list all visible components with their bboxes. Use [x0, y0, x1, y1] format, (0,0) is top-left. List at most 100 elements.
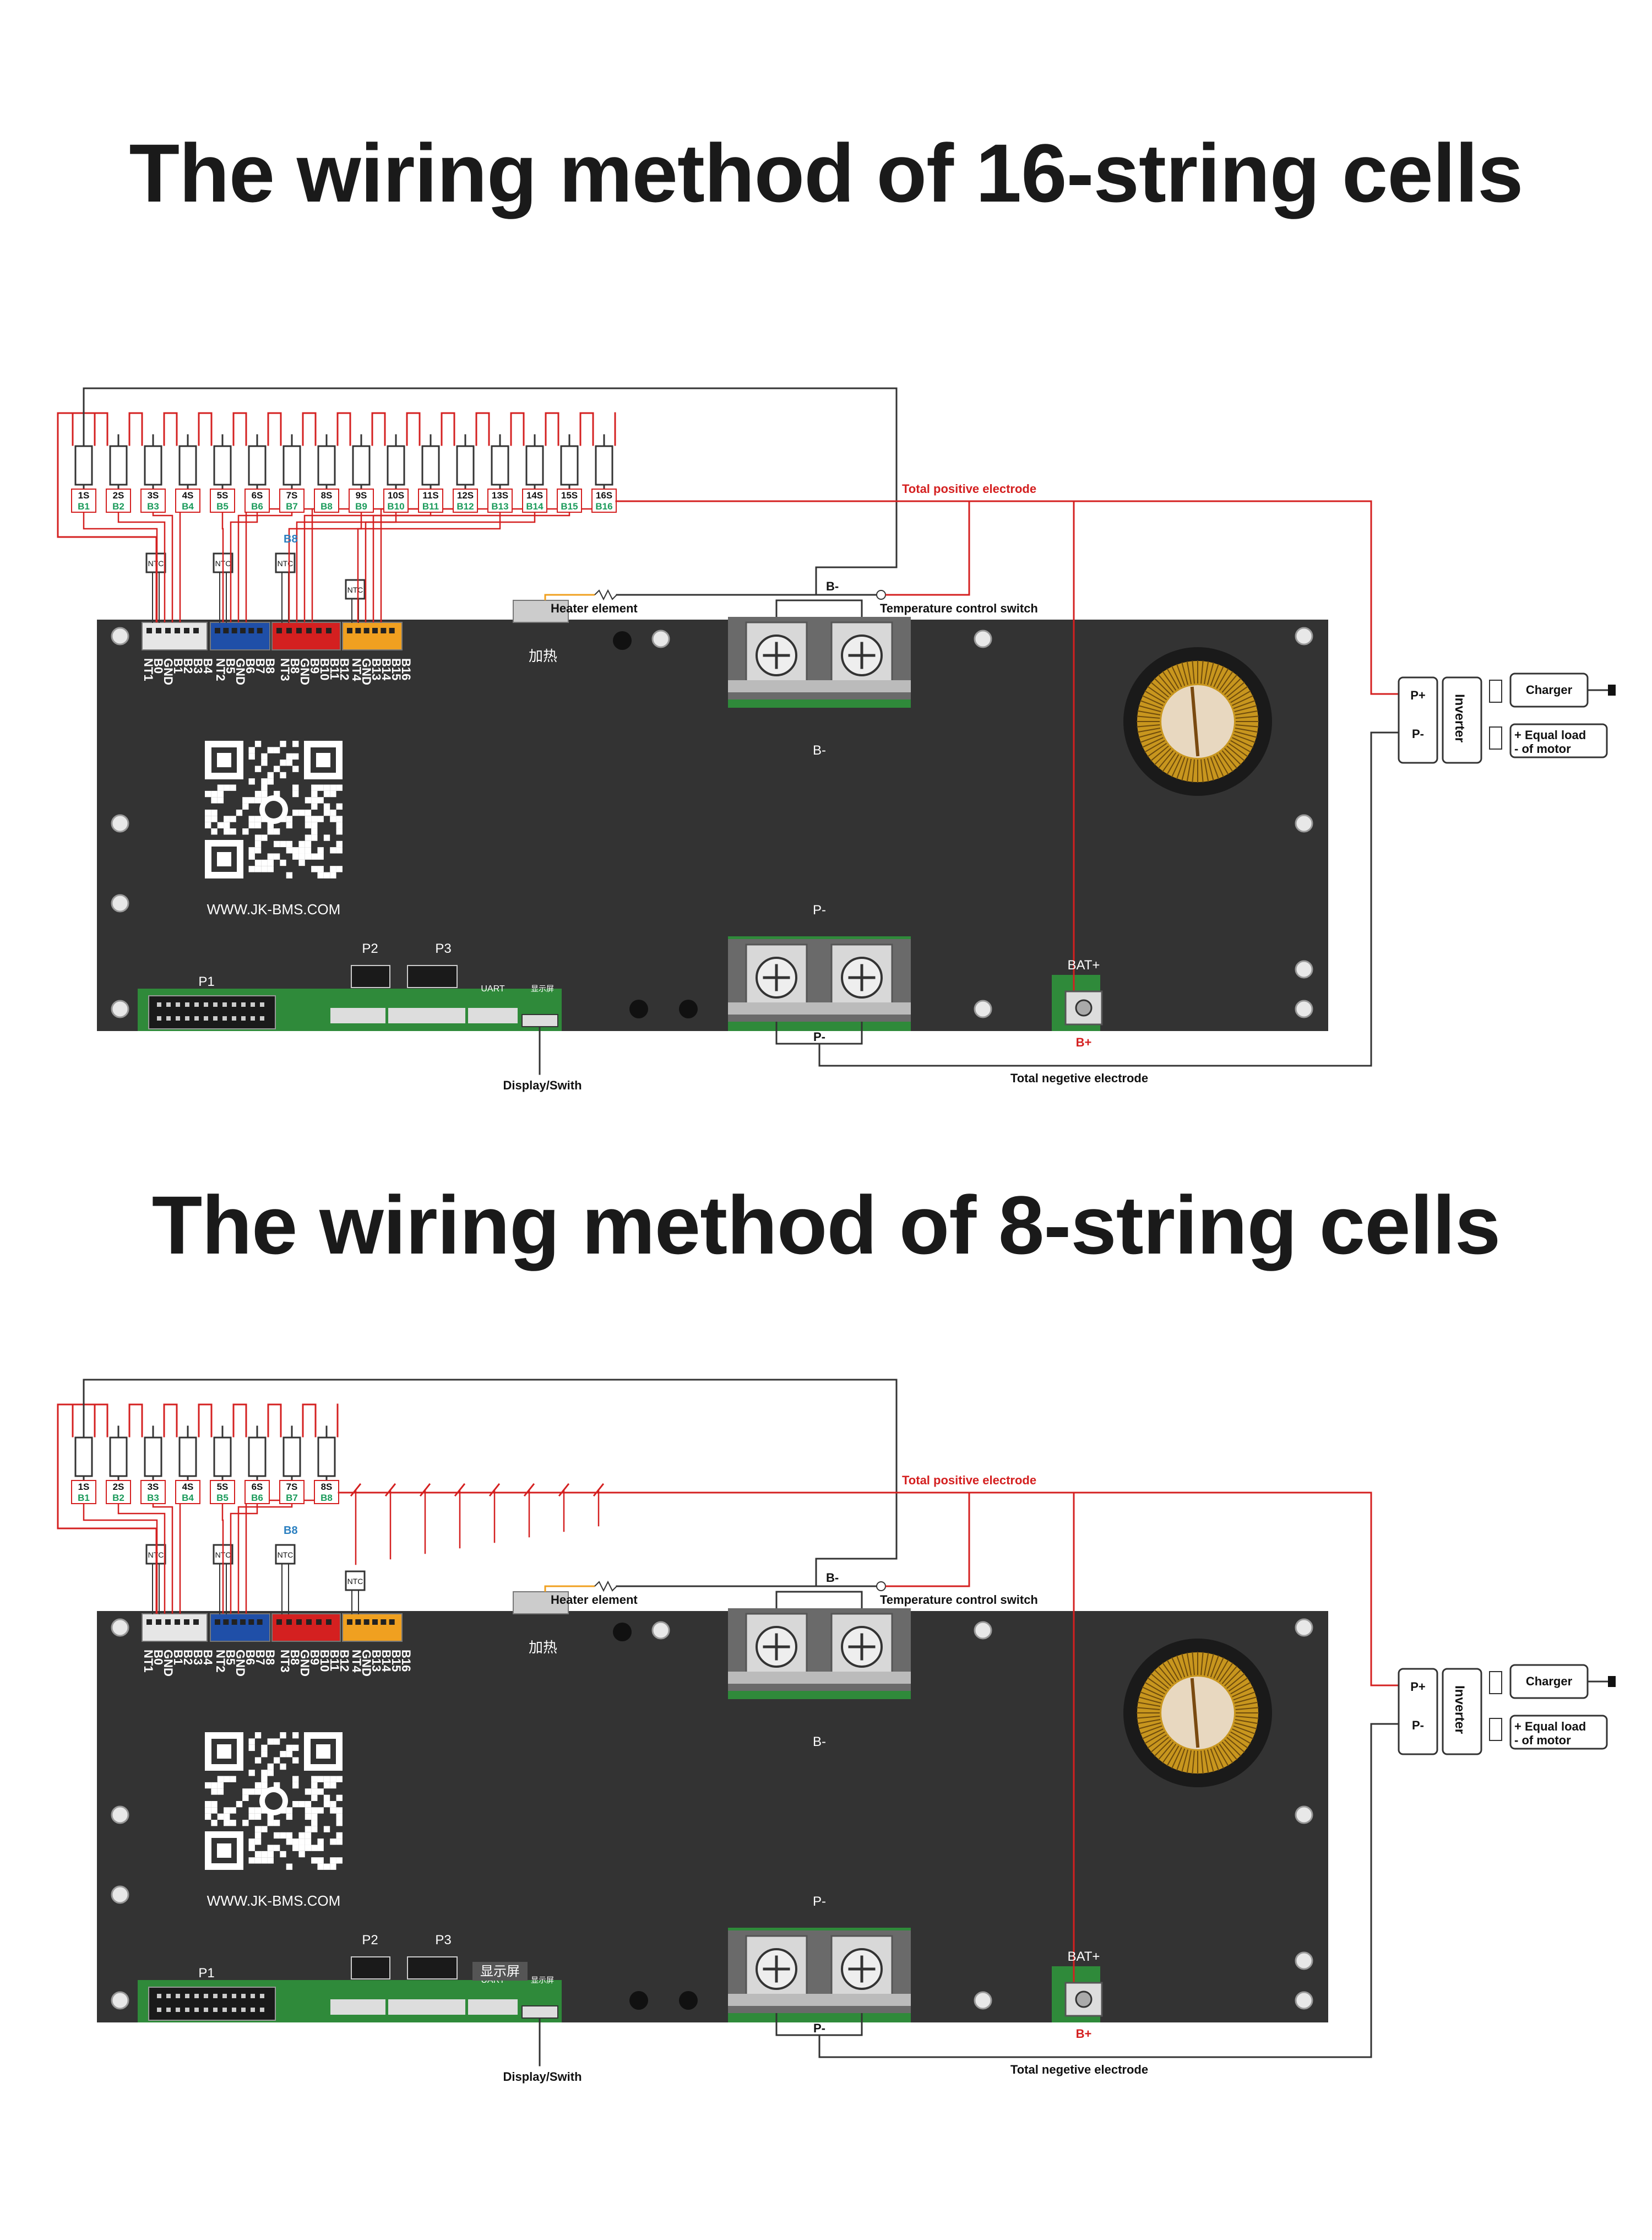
qr-module — [330, 872, 336, 878]
coil-turn — [1138, 1696, 1161, 1704]
cell-body — [213, 1436, 232, 1477]
coil-turn — [1192, 660, 1195, 684]
charger-label: Charger — [1526, 683, 1573, 697]
coil-turn — [1233, 734, 1256, 743]
connector-pin — [165, 628, 171, 633]
p2-label: P2 — [362, 941, 378, 956]
coil-turn — [1213, 1747, 1224, 1769]
coil-turn — [1192, 1652, 1195, 1675]
qr-module — [323, 834, 330, 841]
coil-turn — [1203, 1652, 1209, 1676]
qr-module — [311, 1776, 318, 1782]
mount-hole — [651, 1621, 670, 1640]
pin-label: B0 — [151, 658, 165, 674]
ntc-sensor — [275, 552, 296, 573]
coil-turn — [1186, 1750, 1192, 1773]
qr-module — [217, 1788, 224, 1795]
cell-label: 5S — [217, 1482, 229, 1492]
mount-hole — [1295, 960, 1313, 979]
coil-turn — [1142, 1728, 1164, 1739]
coil-turn — [1171, 756, 1182, 778]
qr-module — [261, 1751, 268, 1758]
p3-relay — [407, 1956, 458, 1979]
cell-label-box — [106, 1480, 131, 1504]
pin-label: GND — [161, 658, 175, 685]
qr-module — [230, 1776, 236, 1782]
wire-p-plus — [1370, 1493, 1399, 1686]
qr-module — [292, 1800, 299, 1808]
cell-label-box — [314, 489, 339, 513]
p1-pin — [185, 1994, 189, 1998]
cell-body — [282, 445, 301, 486]
cell-label: 14S — [526, 490, 543, 501]
qr-module — [254, 866, 262, 872]
qr-module — [261, 1851, 268, 1858]
coil-turn — [1137, 1707, 1160, 1710]
charger-label: Charger — [1526, 1674, 1573, 1688]
coil-turn — [1210, 1748, 1219, 1771]
heater-resistor — [594, 1580, 617, 1592]
coil-turn — [1176, 757, 1186, 779]
mount-hole — [974, 630, 992, 648]
qr-module — [305, 1813, 312, 1820]
qr-module — [261, 753, 268, 760]
qr-module — [205, 822, 211, 829]
coil-turn — [1203, 758, 1209, 782]
qr-module — [280, 1732, 286, 1739]
qr-module — [311, 1826, 318, 1832]
pin-label: GND — [298, 658, 312, 685]
qr-module — [286, 1832, 293, 1839]
p1-pin — [251, 1002, 255, 1007]
pin-label: B15 — [389, 1650, 403, 1672]
cell-body — [387, 445, 405, 486]
p1-pin — [157, 1994, 161, 1998]
coil-turn — [1162, 1662, 1177, 1683]
b-terminal-busbar — [728, 1672, 911, 1684]
cell-label: 4S — [182, 490, 194, 501]
p1-pin — [251, 2008, 255, 2012]
p1-pin — [176, 1002, 180, 1007]
qr-module — [298, 1800, 305, 1808]
inverter-box — [1442, 676, 1482, 764]
qr-module — [292, 1845, 299, 1851]
coil-turn — [1233, 1725, 1256, 1734]
qr-module — [336, 803, 343, 810]
qr-module — [267, 778, 274, 785]
cell-body — [421, 445, 440, 486]
qr-module — [298, 1851, 305, 1858]
qr-module — [330, 809, 336, 816]
qr-module — [298, 847, 305, 854]
coil-turn — [1176, 664, 1186, 686]
qr-module — [317, 1845, 324, 1851]
qr-module — [311, 1782, 318, 1789]
cell-label: 11S — [422, 490, 438, 501]
qr-module — [224, 816, 230, 822]
output-terminal-box — [1398, 1668, 1438, 1755]
pin-label: NT4 — [350, 1650, 363, 1673]
mount-hole — [111, 894, 129, 913]
qr-module — [242, 1820, 249, 1826]
qr-module — [305, 809, 312, 816]
qr-module — [224, 828, 230, 835]
wire-label: B15 — [561, 501, 578, 512]
p-terminal-busbar — [728, 1002, 911, 1015]
coil-turn — [1216, 754, 1229, 775]
website-label: WWW.JK-BMS.COM — [207, 1892, 341, 1909]
pin-label: B8 — [263, 1650, 277, 1665]
qr-module — [211, 1800, 218, 1808]
connector-strip — [468, 1008, 518, 1023]
p1-pin — [176, 1994, 180, 1998]
qr-module — [330, 790, 336, 798]
coil-turn — [1150, 745, 1169, 762]
qr-module — [336, 822, 343, 829]
connector-strip — [468, 1999, 518, 2015]
qr-module — [230, 1820, 236, 1826]
qr-module — [261, 1770, 268, 1776]
inverter-box — [1442, 1668, 1482, 1755]
connector-pin — [355, 628, 361, 633]
cell-body — [248, 1436, 267, 1477]
pin-label: NT1 — [142, 1650, 155, 1673]
qr-module — [292, 1757, 299, 1764]
qr-module — [248, 1807, 255, 1814]
mount-hole — [974, 1991, 992, 2010]
